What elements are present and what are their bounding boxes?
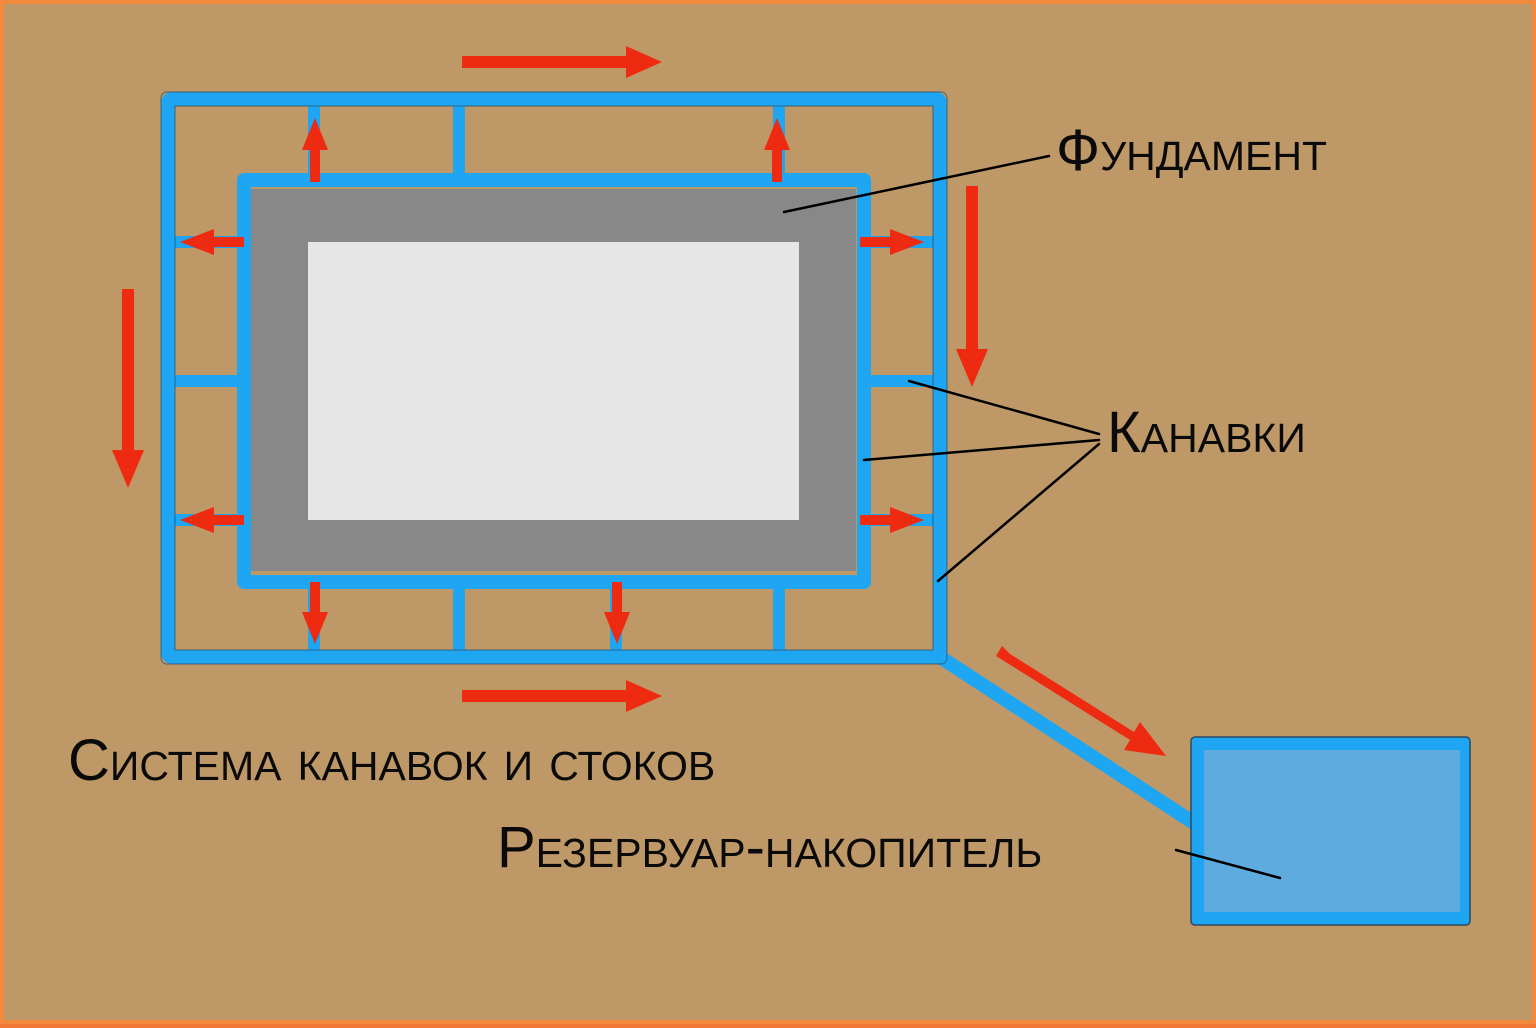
- ditch-outlines: [160, 91, 948, 665]
- leader-ditches-3: [936, 442, 1101, 583]
- ditches-label: Канавки: [1107, 400, 1306, 465]
- arrow-to-reservoir: [996, 646, 1166, 756]
- arrow-right-upper: [860, 229, 924, 255]
- building-floor: [308, 242, 799, 520]
- reservoir-label: Резервуар-накопитель: [497, 815, 1043, 880]
- leader-foundation: [782, 154, 1051, 214]
- arrow-bottom-flow: [462, 680, 662, 712]
- leader-lines: [782, 154, 1282, 880]
- diagram-caption: Система канавок и стоков: [68, 728, 716, 793]
- arrow-left-upper: [180, 229, 244, 255]
- reservoir-water: [1204, 750, 1460, 912]
- arrow-left-flow: [112, 289, 144, 488]
- outlet-pipe: [933, 650, 1207, 834]
- arrow-right-lower: [860, 507, 924, 533]
- flow-arrows: [112, 46, 1166, 756]
- leader-ditches-1: [907, 379, 1101, 436]
- arrow-up-right: [764, 118, 790, 182]
- drainage-diagram: [112, 46, 1471, 926]
- reservoir: [1190, 736, 1471, 926]
- arrow-down-left: [302, 582, 328, 644]
- leader-reservoir: [1174, 848, 1282, 880]
- arrow-down-right: [604, 582, 630, 644]
- arrow-top-flow: [462, 46, 662, 78]
- arrow-up-left: [302, 118, 328, 182]
- leader-ditches-2: [862, 438, 1101, 462]
- arrow-left-lower: [180, 507, 244, 533]
- arrow-right-flow: [956, 186, 988, 387]
- foundation-label: Фундамент: [1056, 118, 1328, 183]
